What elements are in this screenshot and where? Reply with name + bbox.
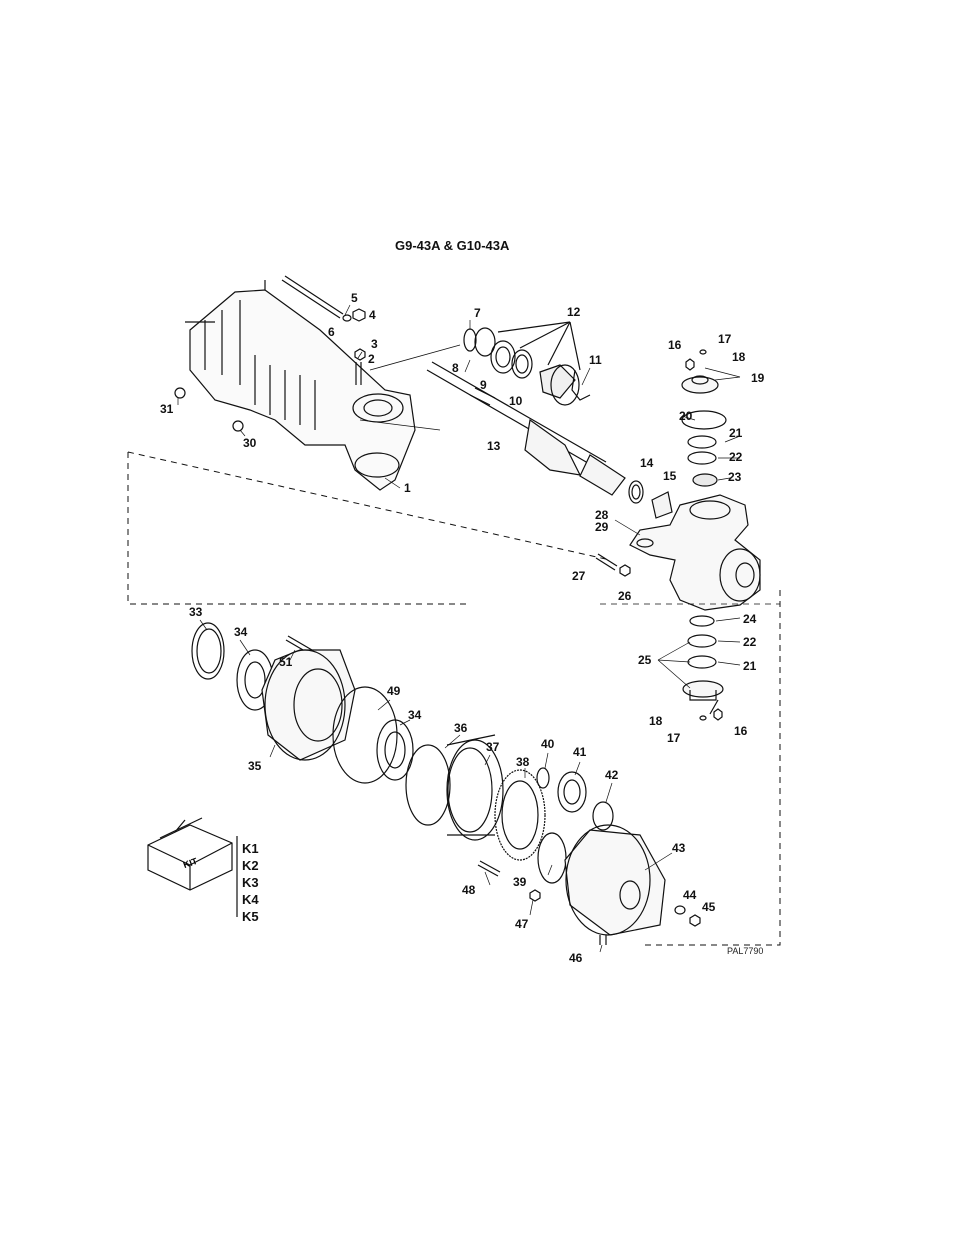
thrust-washer [536,767,550,789]
snap-ring [463,328,477,352]
callout-30: 30 [243,436,257,450]
nut [529,889,541,902]
axle-housing [185,280,416,491]
axle-shaft [426,361,626,496]
callout-18: 18 [732,350,746,364]
callout-35: 35 [248,759,262,773]
callout-46: 46 [569,951,583,965]
kit-item: K3 [242,875,259,890]
callout-45: 45 [702,900,716,914]
plug [174,387,244,432]
washer [674,905,686,915]
callout-7: 7 [474,306,481,320]
planet-gear [592,801,614,831]
callout-48: 48 [462,883,476,897]
callout-34: 34 [234,625,248,639]
callout-28: 28 [595,508,609,522]
callout-39: 39 [513,875,527,889]
bearing-set [474,321,591,406]
callout-6: 6 [328,325,335,339]
callout-47: 47 [515,917,529,931]
callout-51: 51 [279,655,293,669]
sun-gear [494,769,546,861]
callout-22: 22 [729,450,743,464]
callout-38: 38 [516,755,530,769]
callout-18: 18 [649,714,663,728]
callout-49: 49 [387,684,401,698]
nut [619,564,631,577]
drawing-code: PAL7790 [727,946,764,956]
callout-34: 34 [408,708,422,722]
callout-9: 9 [480,378,487,392]
bolt [599,935,607,945]
kit-box-icon [147,817,238,917]
callout-36: 36 [454,721,468,735]
callout-37: 37 [486,740,500,754]
kit-item: K4 [242,892,259,907]
nut [352,308,366,322]
callout-43: 43 [672,841,686,855]
steering-knuckle [629,494,761,611]
callout-22: 22 [743,635,757,649]
kit-item: K5 [242,909,259,924]
callout-1: 1 [404,481,411,495]
wheel-bearing [376,719,414,781]
kit-list: K1 K2 K3 K4 K5 [242,840,259,925]
callout-5: 5 [351,291,358,305]
callout-25: 25 [638,653,652,667]
callout-40: 40 [541,737,555,751]
callout-27: 27 [572,569,586,583]
callout-13: 13 [487,439,501,453]
callout-10: 10 [509,394,523,408]
callout-23: 23 [728,470,742,484]
callout-16: 16 [668,338,682,352]
callout-21: 21 [729,426,743,440]
o-ring [332,686,398,784]
callout-14: 14 [640,456,654,470]
callout-21: 21 [743,659,757,673]
callout-24: 24 [743,612,757,626]
planetary-cover [564,824,666,936]
kit-item: K2 [242,858,259,873]
callout-12: 12 [567,305,581,319]
kingpin-cap-lower [682,615,724,721]
diagram-title: G9-43A & G10-43A [395,238,510,253]
callout-2: 2 [368,352,375,366]
stud [281,275,352,322]
kit-item: K1 [242,841,259,856]
callout-20: 20 [679,409,693,423]
bolt [595,553,618,571]
callout-31: 31 [160,402,174,416]
bolt [354,348,366,385]
callout-44: 44 [683,888,697,902]
callout-26: 26 [618,589,632,603]
callout-17: 17 [718,332,732,346]
callout-42: 42 [605,768,619,782]
bushing [651,491,673,519]
kingpin-cap-upper [681,349,727,487]
callout-8: 8 [452,361,459,375]
callout-4: 4 [369,308,376,322]
snap-ring [405,744,451,826]
stud [477,860,501,877]
carrier-plate [537,832,567,884]
seal [628,480,644,504]
plug [689,914,701,927]
callout-19: 19 [751,371,765,385]
callout-29: 29 [595,520,609,534]
callout-17: 17 [667,731,681,745]
wheel-hub [261,649,356,761]
ring-gear [446,734,504,841]
callout-11: 11 [589,353,602,367]
callout-3: 3 [371,337,378,351]
hub-seal [191,622,225,680]
callout-33: 33 [189,605,203,619]
callout-16: 16 [734,724,748,738]
callout-15: 15 [663,469,677,483]
spline-coupling [557,771,587,813]
callout-41: 41 [573,745,587,759]
